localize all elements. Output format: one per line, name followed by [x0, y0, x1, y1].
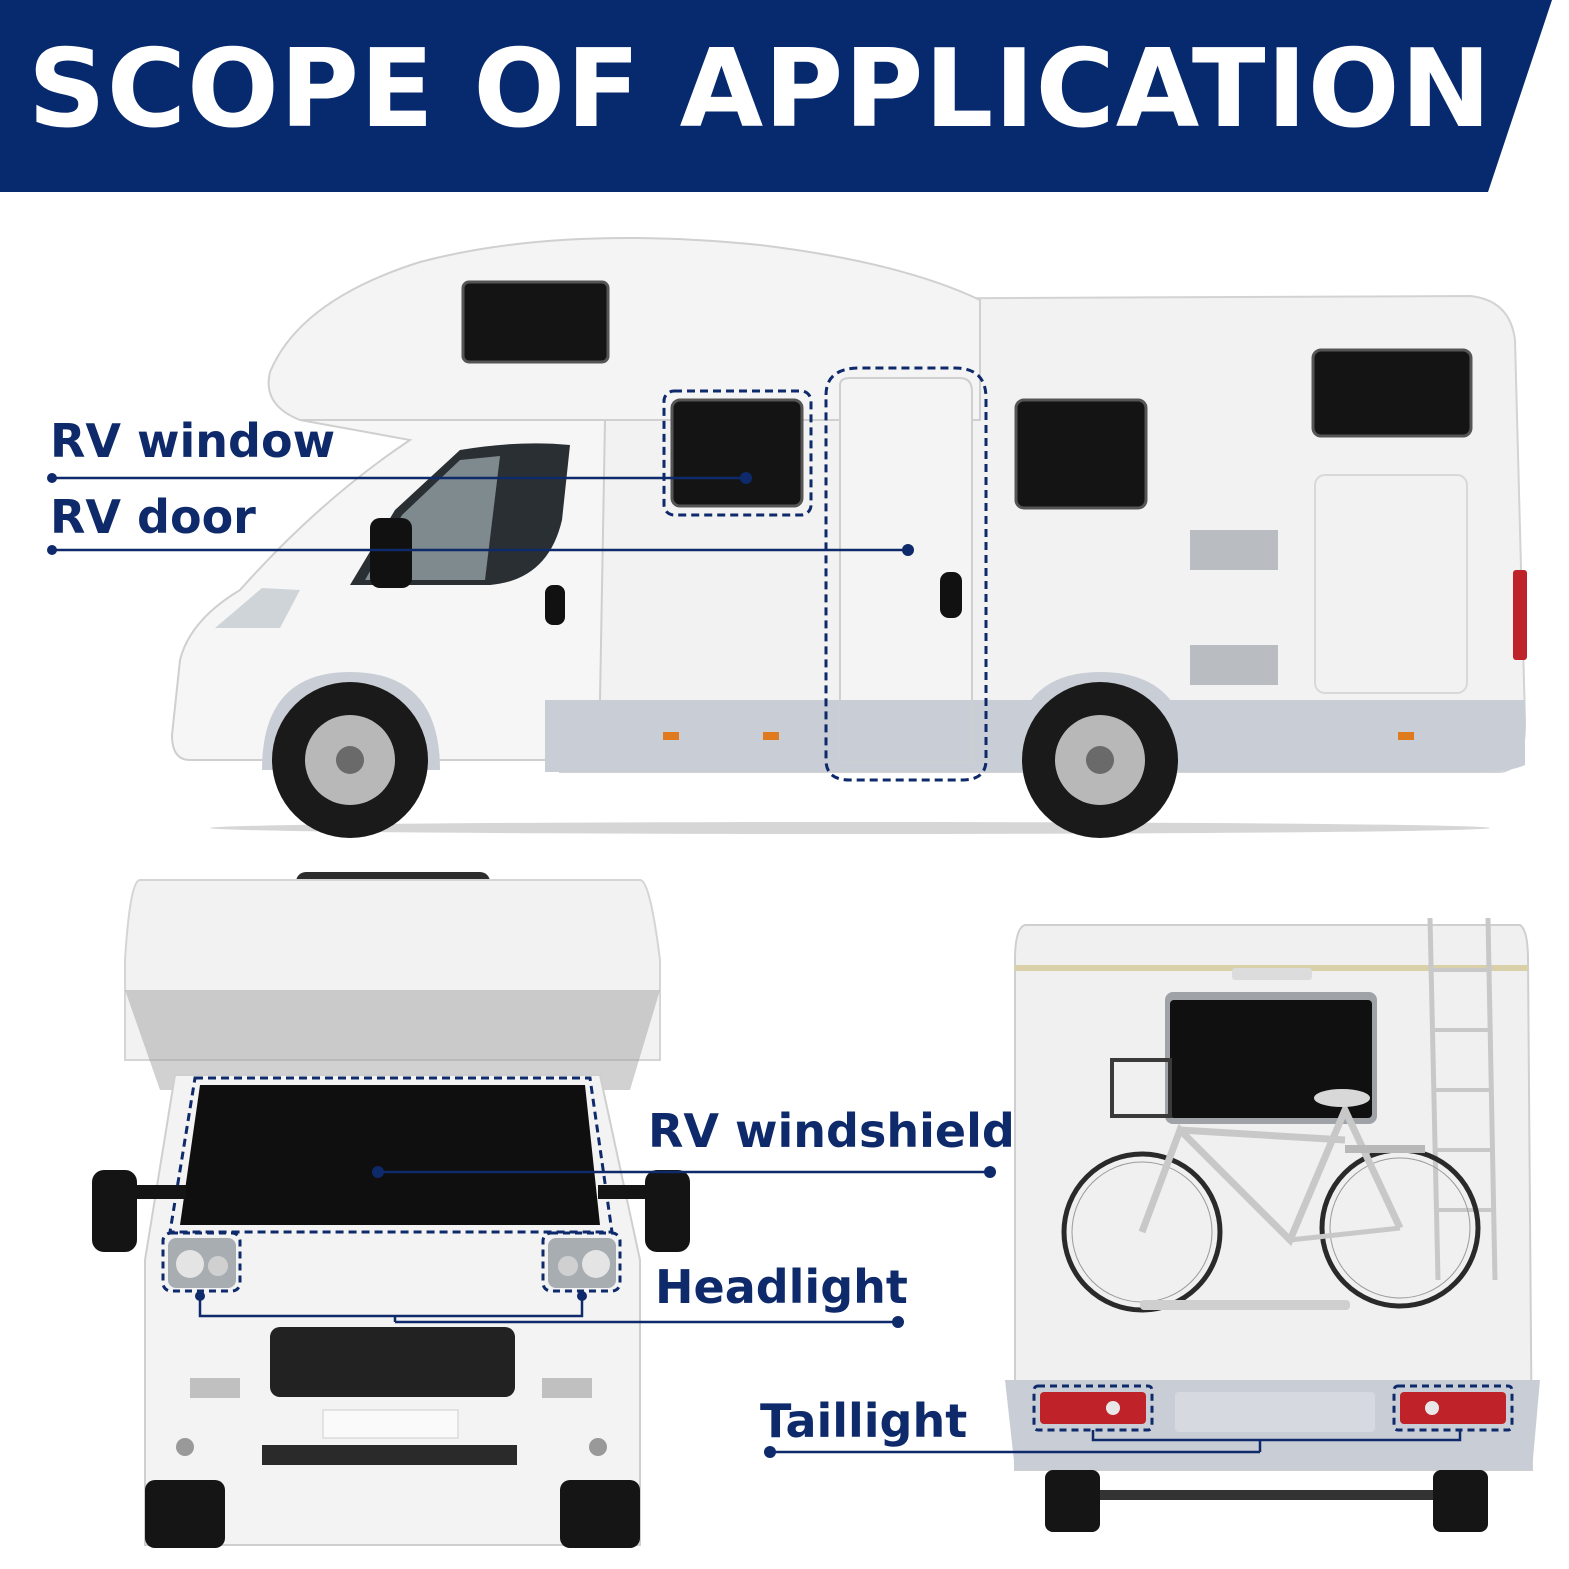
- page-title: SCOPE OF APPLICATION: [28, 27, 1492, 152]
- callout-headlight: Headlight: [655, 1260, 908, 1314]
- callout-rv-door: RV door: [50, 490, 256, 544]
- callout-taillight: Taillight: [760, 1394, 968, 1448]
- callout-rv-windshield: RV windshield: [648, 1104, 1015, 1158]
- header-banner: [0, 0, 1552, 192]
- callout-rv-window: RV window: [50, 414, 336, 468]
